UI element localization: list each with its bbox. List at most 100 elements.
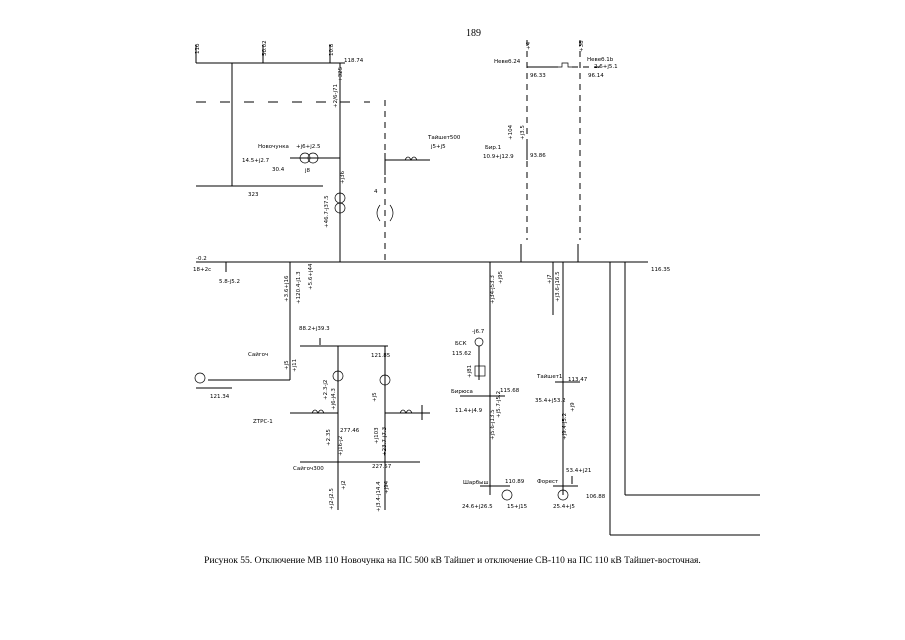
top-tag: +38 <box>579 40 585 52</box>
sub-name: Новочунка <box>258 144 289 150</box>
load-label: 14.5+j2.7 <box>242 158 270 164</box>
sub-name: Невеб.1b <box>587 57 614 63</box>
flow-label: +j11 <box>292 359 298 372</box>
top-tag: 11б <box>195 43 201 54</box>
number-label: 4 <box>374 189 378 195</box>
sub-name: Тайшет1 <box>536 373 562 380</box>
flow-label: +j3.4-j14.4 <box>376 481 382 512</box>
flow-label: +j7 <box>547 274 553 284</box>
flow-label: +120.4-j1.3 <box>296 271 302 304</box>
flow-label: +325 <box>338 66 344 82</box>
voltage-label: 121.85 <box>371 353 391 359</box>
flow-label: +j103 <box>374 427 380 444</box>
top-tag: 5б.02 <box>262 40 268 56</box>
load-label: 15+j15 <box>507 504 528 510</box>
flow-label: +j6-j4.3 <box>331 388 337 410</box>
flow-label: +2.35 <box>326 429 332 446</box>
sub-name: БСК <box>455 341 467 347</box>
generator-icon <box>194 372 206 384</box>
sub-name: Тайшет500 <box>427 134 461 141</box>
flow-label: +j36 <box>340 170 346 184</box>
sub-name: Шарбыш <box>463 480 489 486</box>
load-label: 11.4+j4.9 <box>455 408 483 414</box>
voltage-label: 30.4 <box>272 167 285 173</box>
generator-icon <box>501 489 513 501</box>
figure-caption: Рисунок 55. Отключение МВ 110 Новочунка … <box>204 556 701 566</box>
transformer-winding <box>334 202 346 214</box>
load-label: j5+j5 <box>430 144 446 150</box>
sub-name: Бирюса <box>451 389 473 395</box>
voltage-label: 115.68 <box>500 388 520 394</box>
flow-label: +3.6+j16 <box>284 275 290 302</box>
capacitor-icon <box>474 337 484 347</box>
load-label: 35.4+j53.2 <box>535 398 566 404</box>
flow-label: +j5.7-j5.2 <box>496 391 502 418</box>
flow-label: +j94 <box>384 480 390 494</box>
top-tag: +4 <box>526 41 532 50</box>
load-label: 25.4+j5 <box>553 504 575 510</box>
voltage-label: 110.89 <box>505 479 525 485</box>
switch-symbol <box>558 62 572 68</box>
flow-label: +j3.5 <box>520 125 526 140</box>
transformer-winding <box>307 152 319 164</box>
bus-voltage: -0.2 <box>196 256 207 262</box>
load-label: 24.6+j26.5 <box>462 504 493 510</box>
flow-label: 53.4+j21 <box>566 468 591 474</box>
voltage-label: 113.47 <box>568 377 588 383</box>
flow-label: +2/6-j71 <box>333 84 339 108</box>
reactor-coil <box>399 409 413 414</box>
bus-voltage: 118.74 <box>344 58 364 64</box>
flow-label: +46.7-j37.5 <box>324 195 330 228</box>
flow-label: +5.6+j44 <box>308 263 314 290</box>
bus-voltage: 323 <box>248 192 259 198</box>
flow-label: +j3.6-j16.5 <box>555 271 561 302</box>
flow-label: +23.7-j7.3 <box>382 426 388 456</box>
load-label: 121.34 <box>210 394 230 400</box>
flow-label: +j81 <box>467 365 473 378</box>
flow-label: +j16-j2 <box>338 436 344 456</box>
bus-voltage: 18+2c <box>193 267 211 273</box>
switch-box <box>474 365 486 377</box>
coupling-symbol <box>376 204 394 222</box>
voltage-label: 96.14 <box>588 73 604 79</box>
voltage-label: 277.46 <box>340 428 360 434</box>
page-number: 189 <box>466 28 481 39</box>
reactor-coil <box>404 156 418 161</box>
generator-icon <box>557 489 569 501</box>
sub-name: Сайгоч <box>248 351 268 358</box>
transformer-winding <box>299 152 311 164</box>
reactor-coil <box>311 409 325 414</box>
load-label: 2.6+j5.1 <box>594 64 618 70</box>
flow-label: 88.2+j39.3 <box>299 326 330 332</box>
voltage-label: 93.86 <box>530 153 546 159</box>
flow-label: +j5 <box>372 392 378 402</box>
flow-label: +j2 <box>341 480 347 490</box>
flow-label: +j9 <box>570 402 576 412</box>
voltage-label: 106.88 <box>586 494 606 500</box>
load-label: 10.9+j12.9 <box>483 154 514 160</box>
transformer-winding <box>379 374 391 386</box>
sub-name: Бир.1 <box>485 145 501 151</box>
flow-label: +j5.6-j13.5 <box>490 409 496 440</box>
flow-label: +j9.4-j5.2 <box>562 413 568 440</box>
flow-label: +j2-j2.5 <box>329 488 335 510</box>
sub-name: Сайгоч300 <box>293 465 324 472</box>
sub-name: Невеб.24 <box>494 59 521 65</box>
flow-label: +j95 <box>498 270 504 284</box>
transformer-winding <box>332 370 344 382</box>
flow-label: +j34-j53.3 <box>490 275 496 304</box>
sub-name: Форест <box>537 479 559 485</box>
flow-label: +j5 <box>284 360 290 370</box>
flow-label: j8 <box>304 168 311 174</box>
sub-name: ZТРС-1 <box>253 419 273 425</box>
voltage-label: 115.62 <box>452 351 471 357</box>
top-tag: 10.8 <box>329 43 335 56</box>
voltage-label: 227.57 <box>372 464 392 470</box>
load-label: 5.8-j5.2 <box>219 279 240 285</box>
flow-label: +104 <box>508 124 514 140</box>
bus-voltage: 116.35 <box>651 267 671 273</box>
flow-label: +j6+j2.5 <box>296 144 321 150</box>
flow-label: +2.3-j2 <box>323 380 329 400</box>
voltage-label: 96.33 <box>530 73 546 79</box>
